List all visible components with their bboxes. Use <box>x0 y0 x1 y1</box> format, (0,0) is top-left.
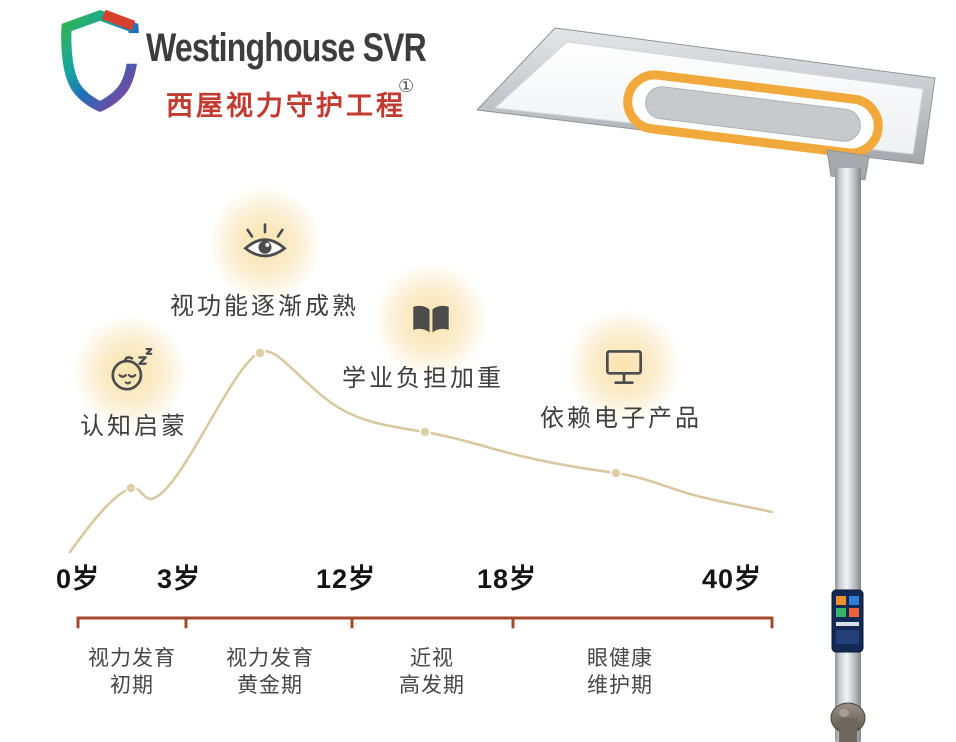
development-curve <box>68 349 774 554</box>
screen-tile-blue <box>849 596 859 605</box>
lamp-control-screen <box>831 589 864 653</box>
eye-icon <box>243 223 287 258</box>
stage-golden-line2: 黄金期 <box>237 674 303 697</box>
stage-early-line1: 视力发育 <box>88 647 176 670</box>
screen-tile-orange <box>836 596 846 605</box>
lamp-light-ring <box>623 70 883 158</box>
stage-label-maintain: 眼健康 维护期 <box>560 645 680 699</box>
stage-myopia-line2: 高发期 <box>399 674 465 697</box>
brand-shield-logo <box>61 9 145 112</box>
development-curve-chart <box>68 347 774 629</box>
milestone-label-vision: 视功能逐渐成熟 <box>170 293 359 320</box>
age-label-3: 3岁 <box>157 564 202 594</box>
stage-golden-line1: 视力发育 <box>226 647 314 670</box>
age-label-18: 18岁 <box>477 564 538 594</box>
milestone-bubble-vision <box>209 188 321 300</box>
stage-label-golden: 视力发育 黄金期 <box>214 645 326 699</box>
footnote-marker: ① <box>398 76 415 96</box>
stage-myopia-line1: 近视 <box>410 647 454 670</box>
desk-lamp-render <box>476 27 936 742</box>
milestone-label-screens: 依赖电子产品 <box>540 405 702 432</box>
screen-tile-red <box>849 608 859 617</box>
milestone-label-cognition: 认知启蒙 <box>80 413 188 440</box>
stage-early-line2: 初期 <box>110 674 154 697</box>
screen-tile-green <box>836 608 846 617</box>
lamp-head <box>476 27 936 165</box>
stage-label-early: 视力发育 初期 <box>76 645 188 699</box>
age-label-40: 40岁 <box>702 564 763 594</box>
baby-sleeping-icon <box>111 348 153 391</box>
age-label-12: 12岁 <box>316 564 377 594</box>
stage-maintain-line2: 维护期 <box>587 674 653 697</box>
brand-subtitle: 西屋视力守护工程 <box>166 91 406 121</box>
screen-bar <box>836 622 859 626</box>
stage-maintain-line1: 眼健康 <box>587 647 653 670</box>
milestone-bubble-cognition <box>74 316 186 428</box>
curve-markers <box>125 347 622 494</box>
screen-panel <box>836 630 859 644</box>
lamp-base-knob <box>830 702 866 742</box>
brand-title: Westinghouse SVR <box>146 26 427 70</box>
lamp-pole <box>835 168 861 742</box>
stage-label-myopia: 近视 高发期 <box>376 645 488 699</box>
age-label-0: 0岁 <box>56 564 101 594</box>
milestone-bubble-study <box>375 264 487 376</box>
shield-red-segment <box>101 9 136 31</box>
milestone-label-study: 学业负担加重 <box>342 365 504 392</box>
shield-gap <box>118 33 145 64</box>
milestone-bubble-screens <box>568 310 680 422</box>
open-book-icon <box>413 305 449 333</box>
monitor-icon <box>605 350 643 385</box>
age-axis <box>76 616 774 629</box>
